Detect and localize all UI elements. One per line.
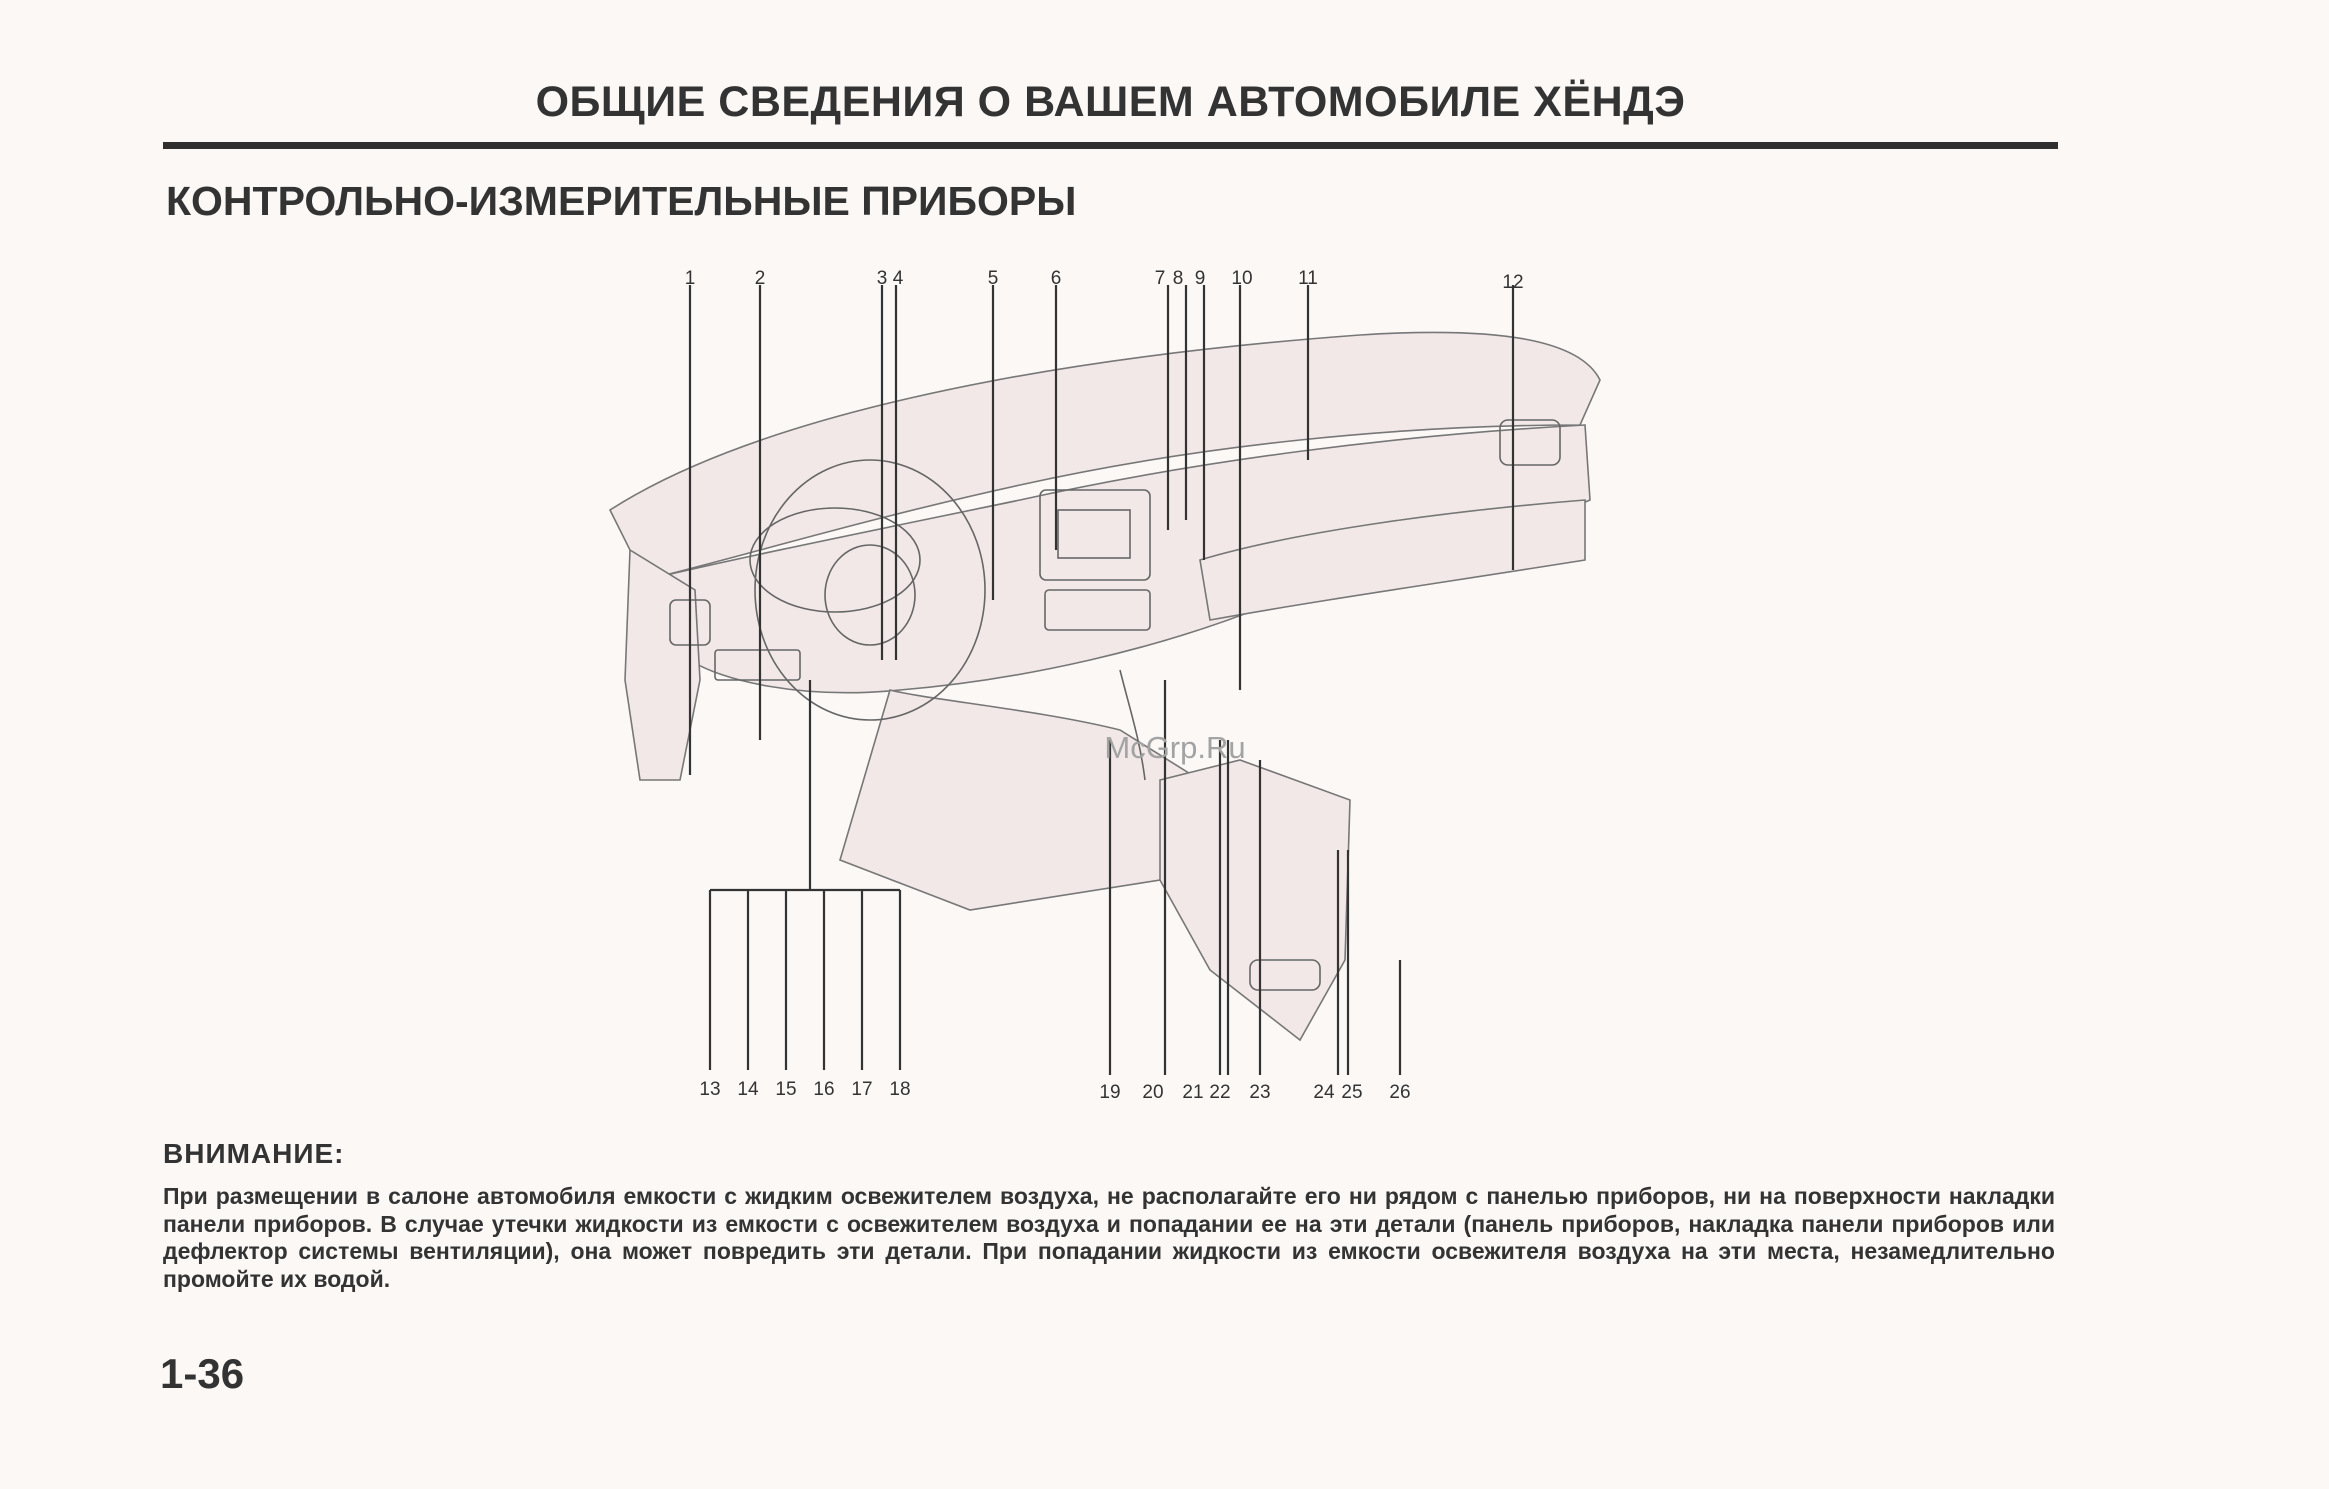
callout-6: 6 <box>1051 268 1062 289</box>
callout-8: 8 <box>1173 268 1184 289</box>
dashboard-illustration: 1 2 3 4 5 6 7 8 9 10 11 12 13 14 15 16 1… <box>600 260 1740 1120</box>
callout-23: 23 <box>1249 1082 1270 1103</box>
callout-22: 22 <box>1209 1082 1230 1103</box>
section-title: КОНТРОЛЬНО-ИЗМЕРИТЕЛЬНЫЕ ПРИБОРЫ <box>166 178 1077 224</box>
callout-14: 14 <box>737 1079 759 1100</box>
callout-20: 20 <box>1142 1082 1163 1103</box>
callout-15: 15 <box>775 1079 796 1100</box>
callout-18: 18 <box>889 1079 910 1100</box>
callout-10: 10 <box>1231 268 1252 289</box>
callout-17: 17 <box>851 1079 872 1100</box>
callout-21: 21 <box>1182 1082 1203 1103</box>
watermark-text: McGrp.Ru <box>1104 730 1245 765</box>
warning-text: При размещении в салоне автомобиля емкос… <box>163 1183 2055 1292</box>
callout-12: 12 <box>1502 272 1523 293</box>
callout-9: 9 <box>1195 268 1206 289</box>
center-display <box>1057 509 1131 559</box>
radio-unit <box>1039 489 1151 581</box>
callout-7: 7 <box>1155 268 1166 289</box>
instrument-cluster <box>749 507 921 613</box>
warning-title: ВНИМАНИЕ: <box>163 1138 345 1169</box>
callout-1: 1 <box>685 268 696 289</box>
center-console <box>839 689 1201 911</box>
dashboard-drawing: 1 2 3 4 5 6 7 8 9 10 11 12 13 14 15 16 1… <box>608 268 1601 1103</box>
left-side-panel <box>624 548 701 781</box>
armrest-box <box>1159 759 1351 1042</box>
callout-24: 24 <box>1313 1082 1335 1103</box>
callout-19: 19 <box>1099 1082 1120 1103</box>
climate-controls <box>1044 589 1151 631</box>
callout-25: 25 <box>1341 1082 1362 1103</box>
callout-5: 5 <box>988 268 999 289</box>
callout-3: 3 <box>877 268 888 289</box>
armrest-pocket <box>1249 959 1321 991</box>
callout-4: 4 <box>893 268 904 289</box>
page-number: 1-36 <box>160 1350 245 1397</box>
right-vent <box>1499 419 1561 466</box>
callout-26: 26 <box>1389 1082 1410 1103</box>
page-header-title: ОБЩИЕ СВЕДЕНИЯ О ВАШЕМ АВТОМОБИЛЕ ХЁНДЭ <box>535 78 1686 126</box>
callout-13: 13 <box>699 1079 720 1100</box>
steering-wheel <box>754 459 986 721</box>
callout-16: 16 <box>813 1079 834 1100</box>
callout-2: 2 <box>755 268 766 289</box>
gear-shift <box>1119 669 1146 781</box>
header-divider <box>163 142 2058 149</box>
callout-11: 11 <box>1298 268 1318 289</box>
switch-panel <box>714 649 801 681</box>
glove-box <box>1199 499 1586 621</box>
steering-hub <box>824 544 916 646</box>
